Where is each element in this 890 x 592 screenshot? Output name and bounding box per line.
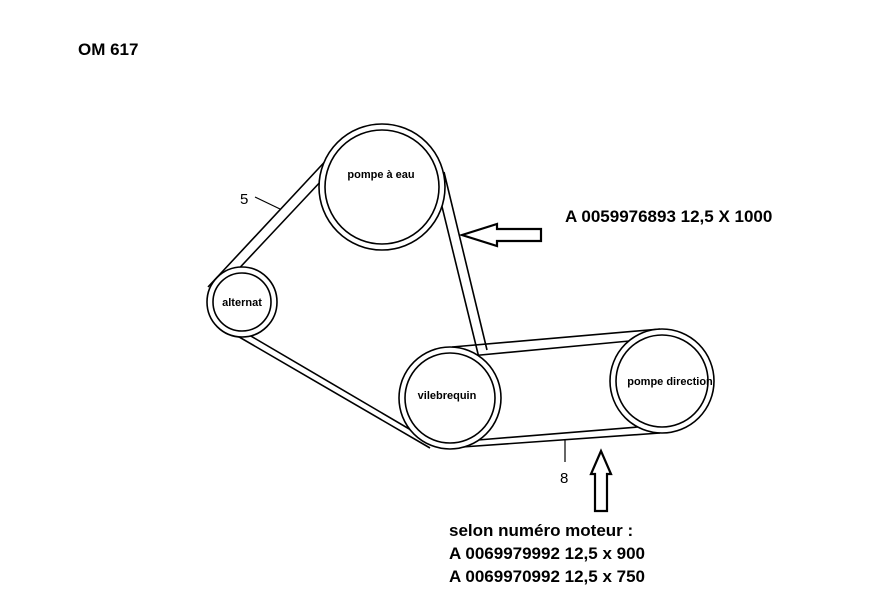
belt-8-outer-top <box>451 328 661 348</box>
belt-5-inner-right <box>435 181 481 363</box>
pulley-power-steering <box>609 328 715 434</box>
belt-5-inner-bottom <box>243 331 429 441</box>
belt-8 <box>447 328 661 449</box>
belt-5-leader-line <box>254 196 281 210</box>
left-arrow-icon <box>458 222 543 248</box>
pulley-alternator <box>206 266 278 338</box>
label-crankshaft: vilebrequin <box>418 390 477 402</box>
diagram-title: OM 617 <box>78 40 139 59</box>
note-part-number-1: A 0069979992 12,5 x 900 <box>449 544 645 563</box>
label-power-steering: pompe direction <box>627 376 713 388</box>
belt-5-outer-right <box>443 171 488 351</box>
note-heading: selon numéro moteur : <box>449 521 634 540</box>
up-arrow-icon <box>589 448 613 513</box>
belt-5-number: 5 <box>240 191 248 208</box>
label-water-pump: pompe à eau <box>347 169 414 181</box>
belt-5-part-number: A 0059976893 12,5 X 1000 <box>565 207 773 226</box>
belt-5-outer-left <box>207 153 333 288</box>
belt-8-number: 8 <box>560 470 568 487</box>
belt-8-note: selon numéro moteur : A 0069979992 12,5 … <box>449 519 645 588</box>
note-part-number-2: A 0069970992 12,5 x 750 <box>449 567 645 586</box>
pulley-crankshaft <box>398 346 502 450</box>
pulley-water-pump <box>318 123 446 251</box>
belt-8-inner-top <box>469 339 641 357</box>
belt-8-outer-bottom <box>447 432 661 449</box>
belt-5-outer-bottom <box>233 333 431 449</box>
label-alternator: alternat <box>222 297 262 309</box>
belt-8-inner-bottom <box>477 425 651 441</box>
